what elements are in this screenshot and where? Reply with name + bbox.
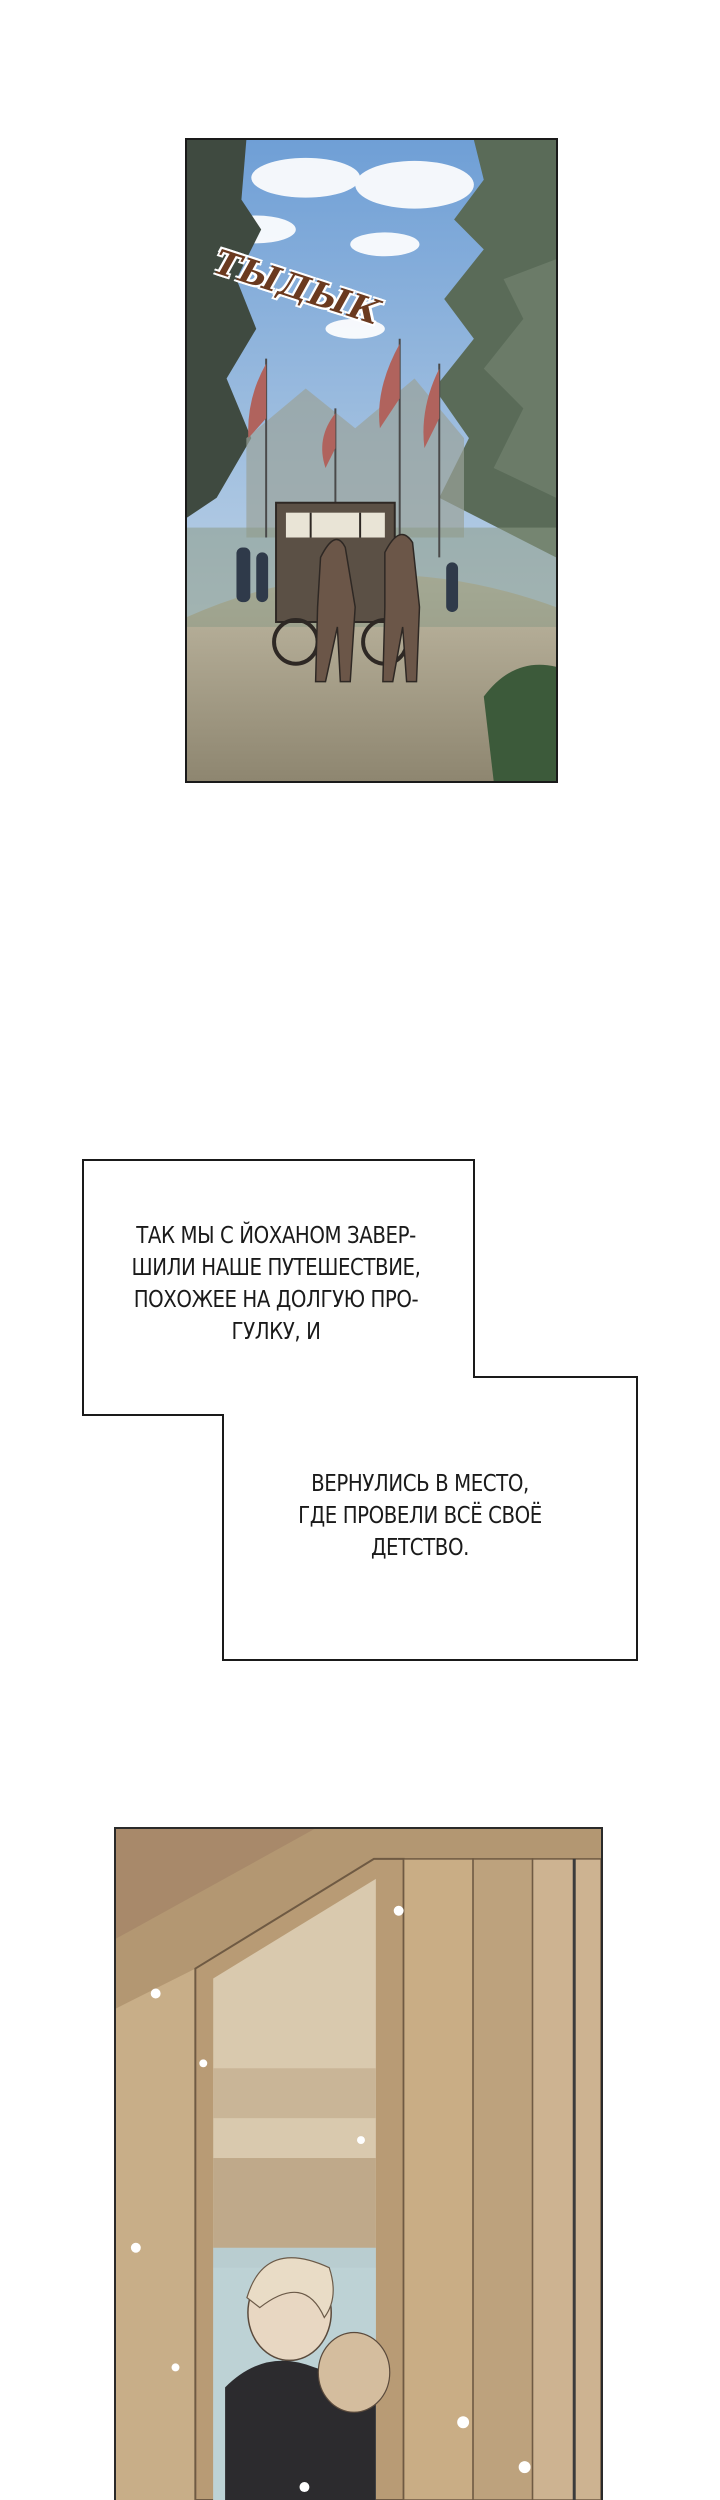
caption-box-1: ТАК МЫ С ЙОХАНОМ ЗАВЕР- ШИЛИ НАШЕ ПУТЕШЕ…: [121, 1220, 431, 1348]
caption-2-line: ГДЕ ПРОВЕЛИ ВСЁ СВОЁ: [298, 1503, 542, 1529]
caption-1-line: ГУЛКУ, И: [231, 1319, 321, 1345]
caption-1-line: ТАК МЫ С ЙОХАНОМ ЗАВЕР-: [136, 1223, 416, 1249]
carriage-illustration: [187, 140, 556, 781]
carriage-forest-panel: ТЫДЫК: [185, 138, 558, 783]
caption-1-line: ПОХОЖЕЕ НА ДОЛГУЮ ПРО-: [133, 1287, 419, 1313]
window-illustration: [116, 1829, 601, 2500]
caption-2-line: ВЕРНУЛИСЬ В МЕСТО,: [311, 1471, 529, 1497]
caption-1-line: ШИЛИ НАШЕ ПУТЕШЕСТВИЕ,: [131, 1255, 421, 1281]
caption-2-line: ДЕТСТВО.: [371, 1535, 469, 1561]
carriage-window-panel: [114, 1827, 603, 2500]
caption-box-2: ВЕРНУЛИСЬ В МЕСТО, ГДЕ ПРОВЕЛИ ВСЁ СВОЁ …: [282, 1468, 557, 1564]
